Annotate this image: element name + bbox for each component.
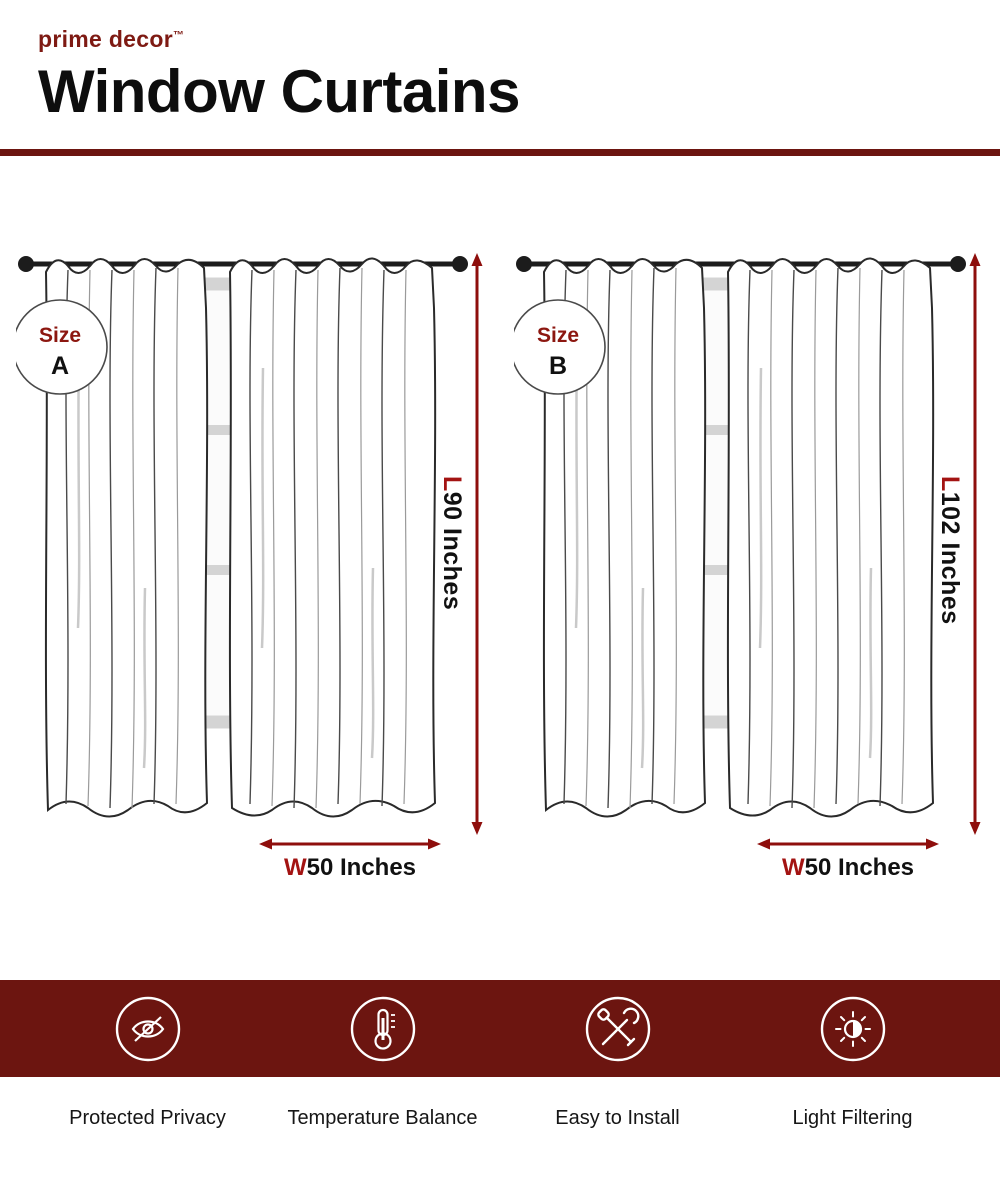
header: prime decor™ Window Curtains [0, 0, 1000, 125]
feature-install [500, 993, 735, 1065]
size-b-curtain-illustration: Size B [514, 248, 984, 868]
brand-logo: prime decor™ [38, 26, 1000, 53]
brand-name: prime decor [38, 26, 173, 52]
length-measurement-label: L102 Inches [935, 476, 964, 625]
width-value: 50 Inches [306, 854, 417, 881]
light-filtering-icon [820, 996, 885, 1061]
privacy-eye-off-icon [115, 996, 180, 1061]
length-value: 102 Inches [936, 491, 964, 625]
feature-label-light: Light Filtering [792, 1107, 913, 1129]
length-value: 90 Inches [438, 491, 466, 611]
width-measurement-label: W50 Inches [754, 854, 942, 882]
page-title: Window Curtains [38, 58, 520, 125]
thermometer-icon [350, 996, 415, 1061]
feature-light [735, 993, 970, 1065]
size-a-diagram: Size A L90 Inches W50 Inches [16, 248, 486, 896]
size-diagrams: Size A L90 Inches W50 Inches Size B L102… [0, 248, 1000, 896]
length-prefix: L [438, 476, 466, 492]
width-prefix: W [781, 854, 805, 881]
width-value: 50 Inches [804, 854, 915, 881]
features-labels: Protected Privacy Temperature Balance Ea… [0, 1107, 1000, 1130]
feature-label-install: Easy to Install [555, 1107, 680, 1129]
features-band [0, 980, 1000, 1077]
width-prefix: W [283, 854, 307, 881]
feature-temperature [265, 993, 500, 1065]
size-b-diagram: Size B L102 Inches W50 Inches [514, 248, 984, 896]
width-measurement-label: W50 Inches [256, 854, 444, 882]
size-badge-value: B [549, 352, 567, 380]
length-prefix: L [936, 476, 964, 492]
size-a-curtain-illustration: Size A [16, 248, 486, 868]
length-measurement-label: L90 Inches [437, 476, 466, 610]
feature-label-temperature: Temperature Balance [287, 1107, 478, 1129]
feature-privacy [30, 993, 265, 1065]
tools-icon [585, 996, 650, 1061]
size-badge-value: A [51, 352, 69, 380]
size-badge-label: Size [39, 324, 81, 347]
trademark-symbol: ™ [172, 29, 185, 42]
header-divider [0, 149, 1000, 156]
size-badge-label: Size [537, 324, 579, 347]
feature-label-privacy: Protected Privacy [69, 1107, 226, 1129]
